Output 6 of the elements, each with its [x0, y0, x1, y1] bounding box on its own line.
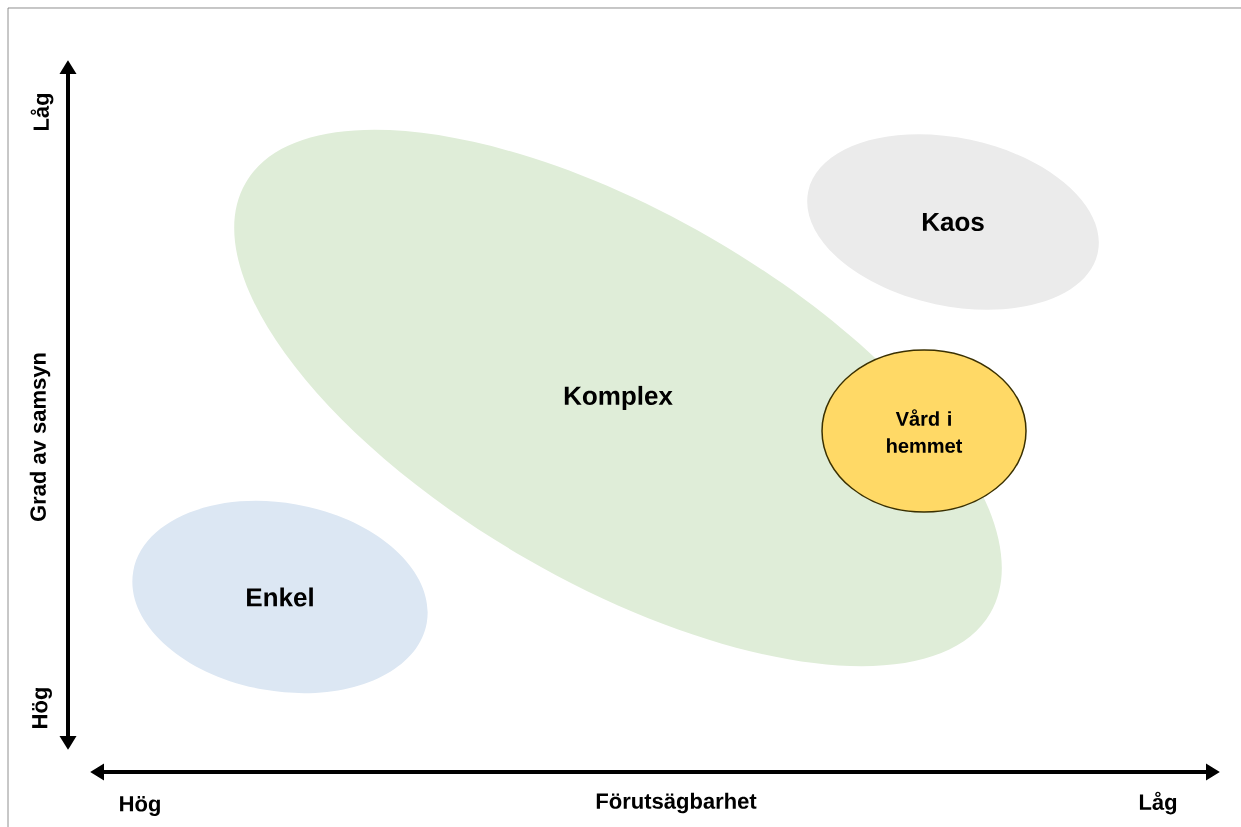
axis-end-label: Hög — [32, 688, 52, 728]
axis-title: Förutsägbarhet — [596, 792, 757, 814]
axis-title: Grad av samsyn — [29, 353, 51, 522]
axis-end-label: Låg — [1139, 791, 1177, 815]
axis-end-label: Låg — [30, 93, 54, 131]
axis-end-label: Hög — [120, 796, 160, 816]
